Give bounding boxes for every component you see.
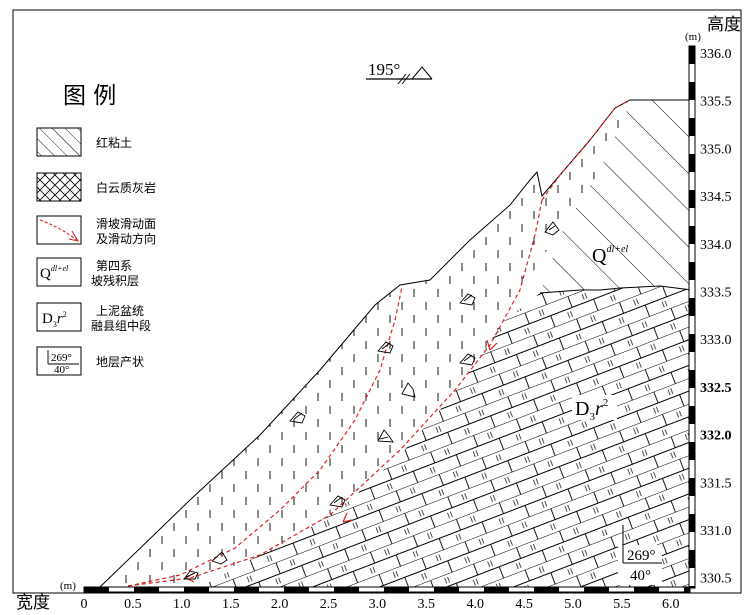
width-tick-label: 4.0 (466, 597, 484, 611)
width-scale-bar (83, 586, 691, 593)
height-tick-label: 333.5 (700, 286, 732, 301)
slip-surface-inner (127, 286, 403, 587)
width-tick-label: 0 (81, 597, 88, 611)
legend-label-dolomitic-limestone: 白云质灰岩 (96, 180, 156, 195)
height-axis-title: 高度 (707, 15, 741, 35)
dolomitic-limestone-bedrock (200, 286, 692, 587)
legend-label-devonian-2: 融县组中段 (91, 318, 151, 333)
width-tick-label: 2.0 (271, 597, 289, 611)
slip-surface-outer (127, 199, 543, 587)
slide-direction-arrow-2 (342, 512, 353, 523)
legend-title: 图 例 (63, 83, 116, 109)
width-tick-label: 5.5 (613, 597, 631, 611)
legend-swatch-attitude (36, 346, 82, 376)
legend-label-slip-surface-1: 滑坡滑动面 (96, 217, 156, 231)
width-tick-label: 5.0 (564, 597, 582, 611)
width-tick-label: 1.5 (222, 597, 240, 611)
height-tick-label: 334.5 (700, 190, 732, 205)
attitude-symbol: 269° 40° (618, 525, 662, 585)
width-axis: (m) 宽度 0 0.5 1.0 1.5 2.0 2.5 3.0 3.5 4.0 4.5 5.0 5.… (16, 580, 680, 613)
legend-label-quaternary-1: 第四系 (96, 259, 132, 273)
attitude-dip: 40° (630, 568, 651, 584)
width-tick-label: 6.0 (662, 597, 680, 611)
height-tick-label: 330.5 (700, 572, 732, 587)
legend-attitude-strike: 269° (51, 352, 72, 364)
legend-label-devonian-1: 上泥盆统 (96, 304, 144, 318)
legend-symbol-quaternary: Qdl+el (40, 264, 69, 282)
width-tick-label: 4.5 (515, 597, 533, 611)
height-tick-label: 335.5 (700, 95, 732, 110)
height-scale-bar (688, 45, 696, 589)
height-tick-label: 331.5 (700, 476, 732, 491)
layer-contact-line (539, 285, 693, 294)
legend-label-attitude: 地层产状 (96, 355, 144, 369)
height-tick-label: 335.0 (700, 142, 732, 157)
legend-attitude-dip: 40° (54, 364, 69, 376)
height-tick-label: 333.0 (700, 333, 732, 348)
legend-label-red-clay: 红粘土 (96, 135, 132, 150)
quaternary-label: Qdl+el (592, 244, 628, 267)
legend: 图 例 红粘土 白云质灰岩 滑坡滑动面 及滑动方向 Qdl+el 第四系 坡残积… (36, 83, 156, 376)
height-tick-label: 336.0 (700, 47, 732, 62)
height-tick-label: 332.5 (700, 381, 732, 396)
quaternary-colluvium-layer (100, 100, 630, 588)
legend-swatch-devonian (36, 302, 82, 332)
width-axis-title: 宽度 (16, 593, 50, 611)
legend-swatch-slip-surface (36, 215, 82, 245)
height-tick-label: 331.0 (700, 524, 732, 539)
width-tick-label: 3.5 (418, 597, 436, 611)
legend-symbol-devonian: D3r2 (42, 310, 67, 329)
height-unit: (m) (685, 31, 701, 43)
legend-label-quaternary-2: 坡残积层 (91, 274, 139, 288)
legend-swatch-red-clay (36, 127, 82, 157)
attitude-strike: 269° (627, 548, 656, 564)
height-tick-label: 332.0 (700, 429, 732, 444)
ground-surface-line (99, 99, 692, 588)
orientation-label: 195° (368, 60, 400, 79)
legend-swatch-dolomitic-limestone (36, 172, 82, 202)
width-unit: (m) (60, 580, 76, 592)
slide-direction-arrow-1 (486, 339, 498, 351)
orientation-indicator: 195° (366, 60, 433, 85)
height-tick-label: 334.0 (700, 238, 732, 253)
figure-frame (12, 9, 742, 594)
rock-fragments (183, 221, 560, 580)
red-clay-layer (540, 100, 692, 293)
height-axis: (m) 高度 336.0 335.5 335.0 334.5 334.0 333.5 333… (685, 15, 741, 587)
width-tick-label: 3.0 (369, 597, 387, 611)
width-tick-label: 0.5 (124, 597, 142, 611)
width-tick-label: 2.5 (320, 597, 338, 611)
legend-swatch-quaternary (36, 257, 82, 287)
devonian-label: D3r2 (575, 397, 608, 423)
legend-label-slip-surface-2: 及滑动方向 (96, 231, 156, 246)
devonian-label-bg (572, 395, 617, 420)
width-tick-label: 1.0 (173, 597, 191, 611)
